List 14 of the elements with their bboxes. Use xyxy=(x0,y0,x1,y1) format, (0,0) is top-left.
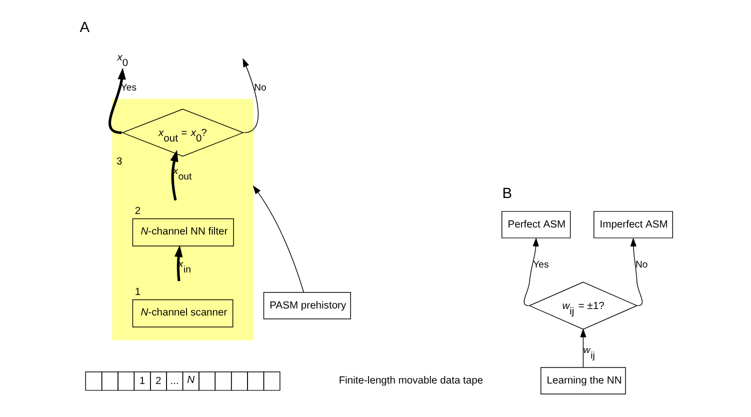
node-label: 1 xyxy=(134,286,140,298)
label: N xyxy=(186,375,194,386)
label: 2 xyxy=(155,376,161,387)
edge-label: Yes xyxy=(532,260,548,271)
edge-label: No xyxy=(254,82,266,94)
node-label: 2 xyxy=(134,206,140,217)
node-label: 3 xyxy=(116,156,122,168)
edge-label: No xyxy=(634,260,648,271)
label: A xyxy=(79,20,90,36)
label: 1 xyxy=(138,376,145,387)
label: ... xyxy=(170,376,178,387)
edge-label: Yes xyxy=(120,82,136,94)
label: Finite-length movable data tape xyxy=(338,375,483,386)
label: B xyxy=(502,186,512,202)
